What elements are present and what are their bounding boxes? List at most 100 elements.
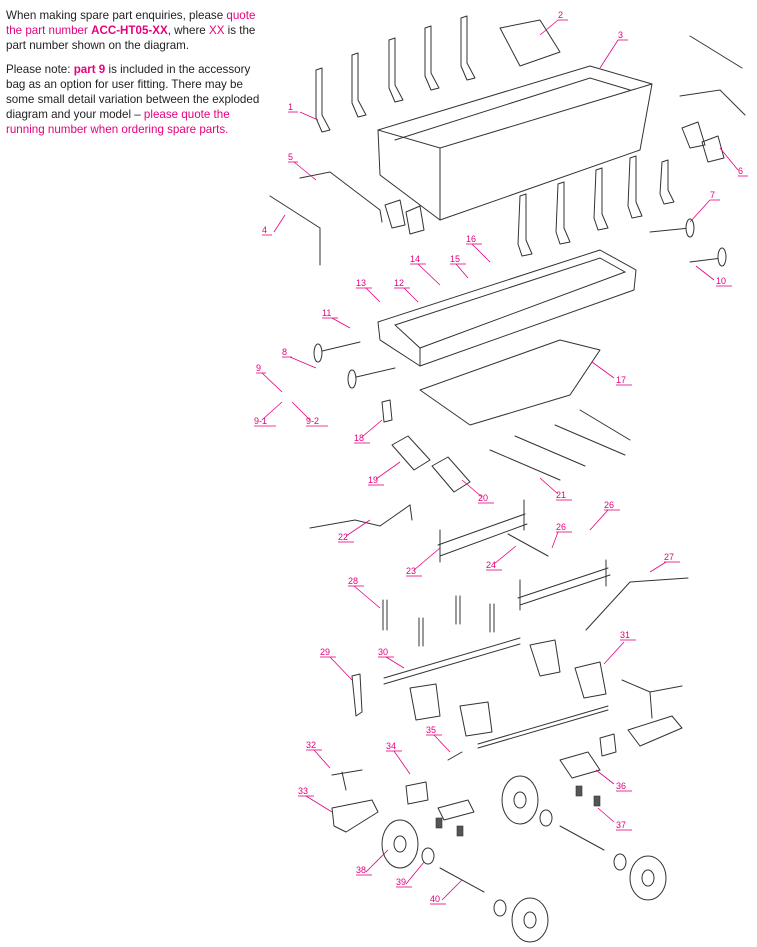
callout-number: 8 <box>282 347 287 357</box>
part-2-plate <box>499 19 561 67</box>
callout-5: 5 <box>288 152 317 181</box>
callout-8: 8 <box>282 347 317 369</box>
callout-37: 37 <box>597 807 632 831</box>
part-21-levers <box>489 409 631 481</box>
callout-number: 3 <box>618 30 623 40</box>
part-23-rod-assembly <box>437 499 528 563</box>
callout-number: 5 <box>288 152 293 162</box>
callout-leader-line <box>305 795 333 813</box>
callout-2: 2 <box>539 10 568 36</box>
part-reference: part 9 <box>73 63 106 76</box>
part-36-plate <box>627 715 683 747</box>
brake-rod-assembly <box>517 559 611 611</box>
part-5-brackets <box>384 199 425 235</box>
callout-33: 33 <box>298 786 333 813</box>
part-18-lever <box>381 399 393 423</box>
callout-number: 9-1 <box>254 416 267 426</box>
callout-number: 26 <box>556 522 566 532</box>
callout-number: 4 <box>262 225 267 235</box>
callout-23: 23 <box>406 547 441 577</box>
part-27-brake-rod <box>585 577 689 631</box>
callout-number: 32 <box>306 740 316 750</box>
callout-leader-line <box>385 656 405 669</box>
callout-leader-line <box>353 585 381 609</box>
callout-leader-line <box>471 243 491 263</box>
callout-leader-line <box>329 656 353 681</box>
callout-number: 22 <box>338 532 348 542</box>
part-19-frame <box>391 435 431 471</box>
callout-21: 21 <box>539 477 572 501</box>
callout-22: 22 <box>338 519 371 543</box>
callout-number: 40 <box>430 894 440 904</box>
part-36-box <box>599 733 617 757</box>
part-31-axleboxes <box>409 639 607 737</box>
part-32-lever <box>331 769 363 791</box>
callout-leader-line <box>413 547 441 571</box>
callout-13: 13 <box>356 278 381 303</box>
callout-number: 13 <box>356 278 366 288</box>
part-36-bracket <box>621 679 683 719</box>
part-35-spring <box>447 751 463 761</box>
callout-number: 39 <box>396 877 406 887</box>
callout-34: 34 <box>386 741 411 775</box>
callout-number: 19 <box>368 475 378 485</box>
callout-number: 29 <box>320 647 330 657</box>
lower-rail <box>477 705 609 749</box>
callout-leader-line <box>461 479 483 498</box>
callout-leader-line <box>261 372 283 393</box>
callout-leader-line <box>403 287 419 303</box>
callout-number: 10 <box>716 276 726 286</box>
callout-29: 29 <box>320 647 353 681</box>
callout-leader-line <box>375 461 401 480</box>
part-20-frame <box>431 456 471 493</box>
note-highlight: please quote the running number when ord… <box>6 108 230 136</box>
callout-number: 35 <box>426 725 436 735</box>
parts-drawing <box>269 15 746 943</box>
callout-number: 18 <box>354 433 364 443</box>
enquiry-note: When making spare part enquiries, please… <box>6 8 268 53</box>
callout-leader-line <box>493 545 517 565</box>
part-38-wheels <box>381 775 667 943</box>
callout-leader-line <box>689 199 711 223</box>
callout-number: 27 <box>664 552 674 562</box>
callout-number: 31 <box>620 630 630 640</box>
callout-number: 6 <box>738 166 743 176</box>
callout-number: 38 <box>356 865 366 875</box>
callout-leader-line <box>595 769 615 785</box>
callout-number: 37 <box>616 820 626 830</box>
callout-leader-line <box>291 401 311 421</box>
callout-leader-line <box>695 265 715 281</box>
callout-leader-line <box>361 419 383 438</box>
callout-14: 14 <box>410 254 441 286</box>
callout-6: 6 <box>719 147 748 177</box>
callout-leader-line <box>417 263 441 286</box>
callout-9: 9 <box>256 363 283 393</box>
callout-12: 12 <box>394 278 419 303</box>
part-34-block <box>405 781 429 805</box>
callout-number: 34 <box>386 741 396 751</box>
part-17-lower-hopper <box>419 339 601 426</box>
callout-leader-line <box>603 641 625 665</box>
callout-3: 3 <box>599 30 628 69</box>
callout-leader-line <box>345 519 371 537</box>
callout-number: 28 <box>348 576 358 586</box>
callout-35: 35 <box>426 725 451 753</box>
callout-28: 28 <box>348 576 381 609</box>
part-5-rail <box>299 171 383 223</box>
callout-leader-line <box>299 111 319 121</box>
callout-leader-line <box>591 361 615 379</box>
part-24-axle-pin <box>507 533 549 557</box>
callout-number: 14 <box>410 254 420 264</box>
part-code: ACC-HT05-XX <box>91 24 168 37</box>
part-1-stanchions <box>315 15 476 133</box>
callout-leader-line <box>539 19 559 36</box>
callout-number: 20 <box>478 493 488 503</box>
callout-leader-line <box>441 879 463 901</box>
callout-number: 1 <box>288 102 293 112</box>
callout-leader-line <box>261 401 283 421</box>
callout-19: 19 <box>368 461 401 486</box>
callout-number: 9 <box>256 363 261 373</box>
callout-number: 23 <box>406 566 416 576</box>
callout-number: 16 <box>466 234 476 244</box>
